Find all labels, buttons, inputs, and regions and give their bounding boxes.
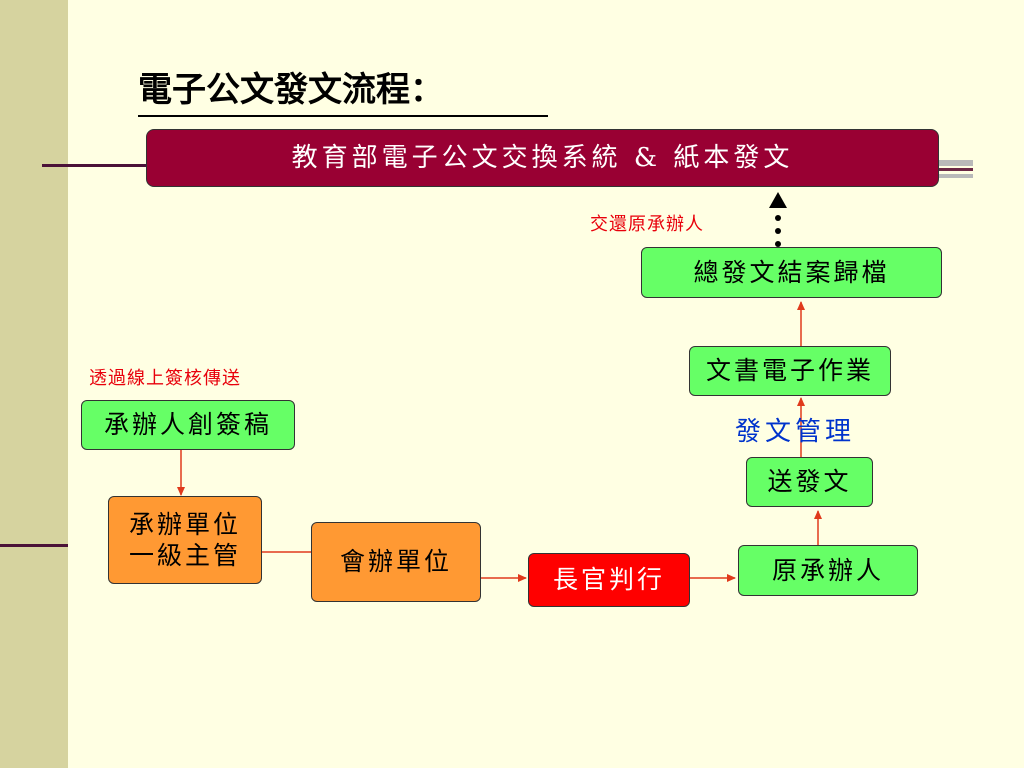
- supervisor-line2: 一級主管: [128, 541, 241, 570]
- draft-box: 承辦人創簽稿: [81, 400, 295, 450]
- original-handler-box: 原承辦人: [738, 545, 918, 596]
- right-divider-line-1: [938, 160, 973, 166]
- management-label: 發文管理: [735, 417, 856, 447]
- online-note: 透過線上簽核傳送: [89, 368, 241, 389]
- dispatch-box: 送發文: [746, 457, 873, 507]
- supervisor-line1: 承辦單位: [128, 509, 241, 539]
- return-dotted-arrow: [769, 192, 787, 247]
- side-bar: [0, 0, 68, 768]
- return-note: 交還原承辦人: [590, 214, 704, 235]
- system-banner: 教育部電子公文交換系統 & 紙本發文: [146, 129, 939, 187]
- right-divider-line-2: [938, 168, 973, 171]
- co-sign-box: 會辦單位: [311, 522, 481, 602]
- approval-box: 長官判行: [528, 553, 690, 607]
- supervisor-box: 承辦單位 一級主管: [108, 496, 262, 584]
- page-title: 電子公文發文流程：: [138, 62, 548, 117]
- left-divider-line: [42, 164, 146, 167]
- bottom-left-line: [0, 544, 68, 547]
- e-document-box: 文書電子作業: [689, 346, 891, 396]
- right-divider-line-3: [938, 174, 973, 178]
- archive-box: 總發文結案歸檔: [641, 247, 942, 298]
